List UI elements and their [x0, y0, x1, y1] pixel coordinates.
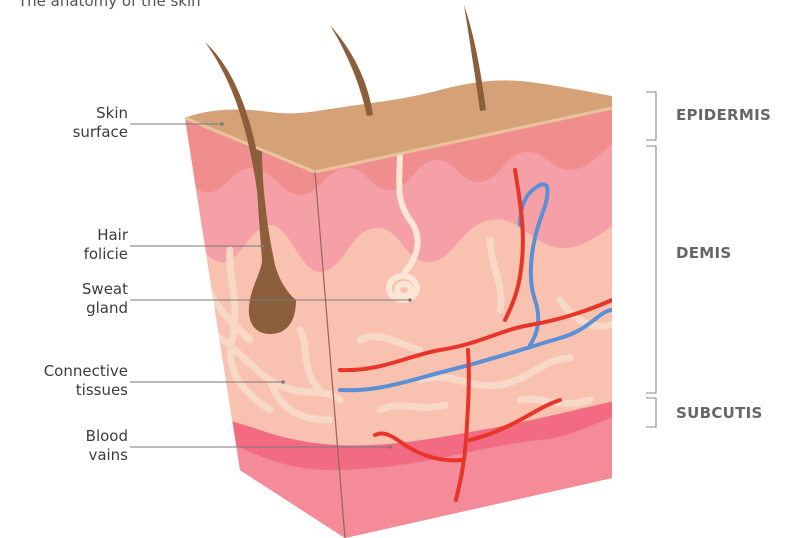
label-skin-surface-line1: Skin — [0, 104, 128, 123]
label-blood-vessels-line2: vains — [0, 446, 128, 465]
layer-label-dermis: DEMIS — [676, 244, 732, 262]
label-sweat-gland-line1: Sweat — [0, 280, 128, 299]
label-blood-vessels: Blood vains — [0, 427, 128, 465]
label-hair-follicle: Hair folicie — [0, 226, 128, 264]
layer-label-subcutis: SUBCUTIS — [676, 404, 763, 422]
label-connective-tissues-line1: Connective — [0, 362, 128, 381]
label-blood-vessels-line1: Blood — [0, 427, 128, 446]
label-sweat-gland-line2: gland — [0, 299, 128, 318]
label-connective-tissues-line2: tissues — [0, 381, 128, 400]
label-connective-tissues: Connective tissues — [0, 362, 128, 400]
label-sweat-gland: Sweat gland — [0, 280, 128, 318]
label-hair-follicle-line2: folicie — [0, 245, 128, 264]
label-skin-surface: Skin surface — [0, 104, 128, 142]
label-skin-surface-line2: surface — [0, 123, 128, 142]
layer-label-epidermis: EPIDERMIS — [676, 106, 771, 124]
label-hair-follicle-line1: Hair — [0, 226, 128, 245]
layer-brackets — [646, 92, 656, 427]
